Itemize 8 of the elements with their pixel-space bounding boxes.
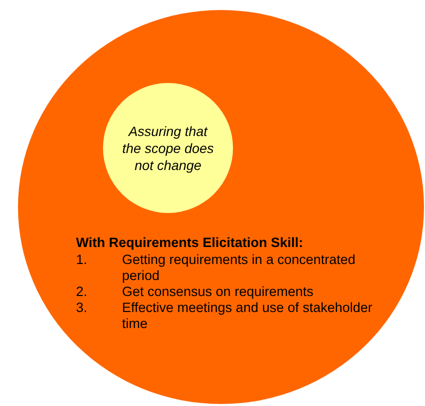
- list-number: 3.: [76, 300, 88, 317]
- list-heading: With Requirements Elicitation Skill:: [76, 235, 304, 251]
- list-item: Getting requirements in a concentrated period: [122, 252, 356, 284]
- circle-text: Assuring that the scope does not change: [121, 122, 215, 174]
- list-item: Get consensus on requirements: [122, 284, 314, 300]
- list-item: Effective meetings and use of stakeholder time: [122, 300, 374, 332]
- list-number: 1.: [76, 252, 88, 269]
- list-number: 2.: [76, 284, 88, 300]
